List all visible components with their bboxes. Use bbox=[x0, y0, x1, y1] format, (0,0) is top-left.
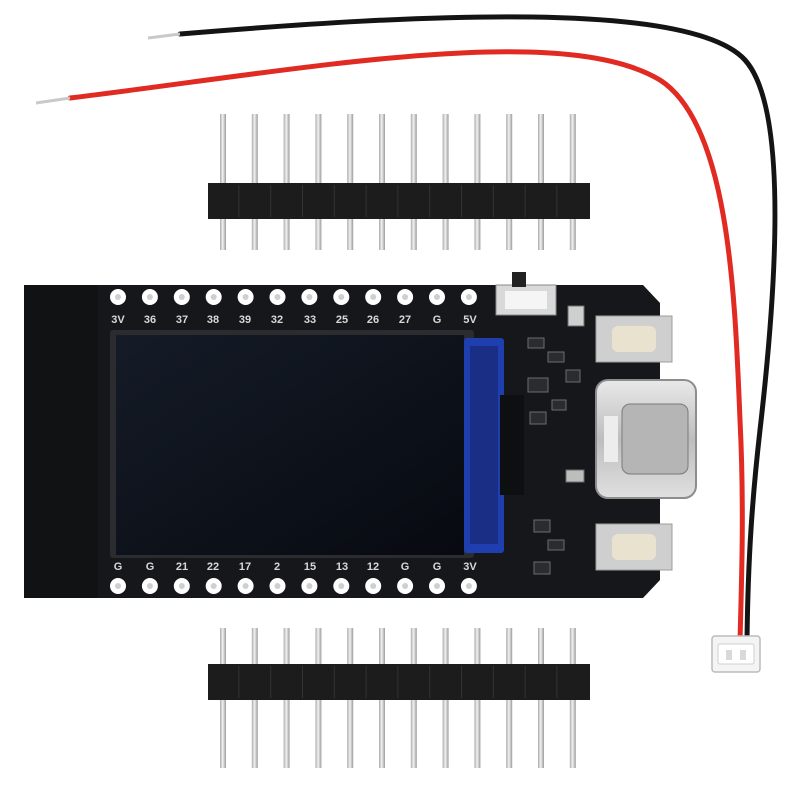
pin-pad-hole bbox=[146, 583, 153, 589]
display-screen bbox=[116, 335, 464, 555]
pad-row-bottom bbox=[110, 578, 477, 594]
black-wire-stripped-tip bbox=[147, 32, 181, 40]
pad-row-top bbox=[110, 289, 477, 305]
pin-label: G bbox=[114, 561, 123, 573]
pin-label: 17 bbox=[239, 561, 251, 573]
pin-pad-hole bbox=[115, 294, 121, 300]
pin-header-top bbox=[208, 114, 590, 250]
pin-label: 21 bbox=[176, 561, 188, 573]
pin-label: G bbox=[401, 561, 410, 573]
pin-pad-hole bbox=[434, 294, 440, 300]
pin-pad-hole bbox=[370, 583, 377, 589]
pin-pad-hole bbox=[146, 294, 153, 300]
pin-label: 3V bbox=[111, 314, 125, 326]
power-switch bbox=[495, 272, 557, 316]
pin-label: 36 bbox=[144, 314, 156, 326]
header-plastic bbox=[208, 664, 590, 700]
pin-label: 22 bbox=[207, 561, 219, 573]
pin-label: 2 bbox=[274, 561, 280, 573]
header-pin bbox=[569, 114, 576, 250]
header-pin bbox=[379, 114, 385, 250]
pin-label: 39 bbox=[239, 314, 251, 326]
wire-pair bbox=[35, 14, 778, 643]
pin-label: 13 bbox=[336, 561, 348, 573]
header-plastic bbox=[208, 183, 590, 219]
pin-pad-hole bbox=[306, 294, 313, 300]
pin-labels-top: 3V 36 37 38 39 32 33 25 26 27 G 5V bbox=[111, 314, 477, 326]
pin-label: 37 bbox=[176, 314, 188, 326]
pin-pad-hole bbox=[338, 294, 345, 300]
pin-label: 33 bbox=[304, 314, 316, 326]
pin-header-bottom bbox=[208, 628, 590, 768]
pin-pad-hole bbox=[210, 583, 217, 589]
header-pin bbox=[251, 114, 258, 250]
antenna-area bbox=[24, 285, 98, 598]
pin-label: 15 bbox=[304, 561, 316, 573]
pin-label: 12 bbox=[367, 561, 379, 573]
pin-pad-hole bbox=[178, 583, 185, 589]
button-bottom bbox=[595, 523, 673, 571]
header-pin bbox=[442, 114, 449, 250]
pin-label: 5V bbox=[463, 314, 477, 326]
red-wire-stripped-tip bbox=[35, 96, 71, 105]
pin-pad-hole bbox=[338, 583, 345, 589]
pin-label: 26 bbox=[367, 314, 379, 326]
dev-board: 3V 36 37 38 39 32 33 25 26 27 G 5V G G 2… bbox=[24, 272, 697, 598]
pin-label: 27 bbox=[399, 314, 411, 326]
pin-pad-hole bbox=[210, 294, 217, 300]
pin-pad-hole bbox=[178, 294, 185, 300]
smd-components bbox=[527, 305, 585, 575]
header-pin bbox=[220, 114, 226, 250]
header-pin bbox=[474, 114, 481, 250]
pin-pad-hole bbox=[402, 583, 409, 589]
black-wire bbox=[177, 14, 778, 643]
pin-pad-hole bbox=[242, 583, 249, 589]
header-pin bbox=[506, 114, 513, 250]
header-pin bbox=[315, 114, 322, 250]
button-top bbox=[595, 315, 673, 363]
pin-pad-hole bbox=[465, 294, 472, 300]
usb-c-port bbox=[595, 379, 697, 499]
pin-pad-hole bbox=[115, 583, 121, 589]
pin-pad-hole bbox=[402, 294, 409, 300]
pin-label: G bbox=[146, 561, 155, 573]
pin-pad-hole bbox=[370, 294, 377, 300]
pin-pad-hole bbox=[434, 583, 440, 589]
pin-label: G bbox=[433, 314, 442, 326]
header-pin bbox=[347, 114, 354, 250]
header-pin bbox=[283, 114, 290, 250]
pin-label: 3V bbox=[463, 561, 477, 573]
pin-pad-hole bbox=[465, 583, 472, 589]
pin-labels-bottom: G G 21 22 17 2 15 13 12 G G 3V bbox=[114, 561, 478, 573]
pin-pad-hole bbox=[274, 583, 281, 589]
header-pin bbox=[410, 114, 417, 250]
pin-pad-hole bbox=[274, 294, 281, 300]
pin-pad-hole bbox=[242, 294, 249, 300]
pin-label: 38 bbox=[207, 314, 219, 326]
header-pin bbox=[538, 114, 544, 250]
red-wire bbox=[67, 49, 745, 643]
pin-label: G bbox=[433, 561, 442, 573]
pin-pad-hole bbox=[306, 583, 313, 589]
pin-label: 32 bbox=[271, 314, 283, 326]
battery-connector bbox=[711, 635, 761, 673]
pin-label: 25 bbox=[336, 314, 348, 326]
